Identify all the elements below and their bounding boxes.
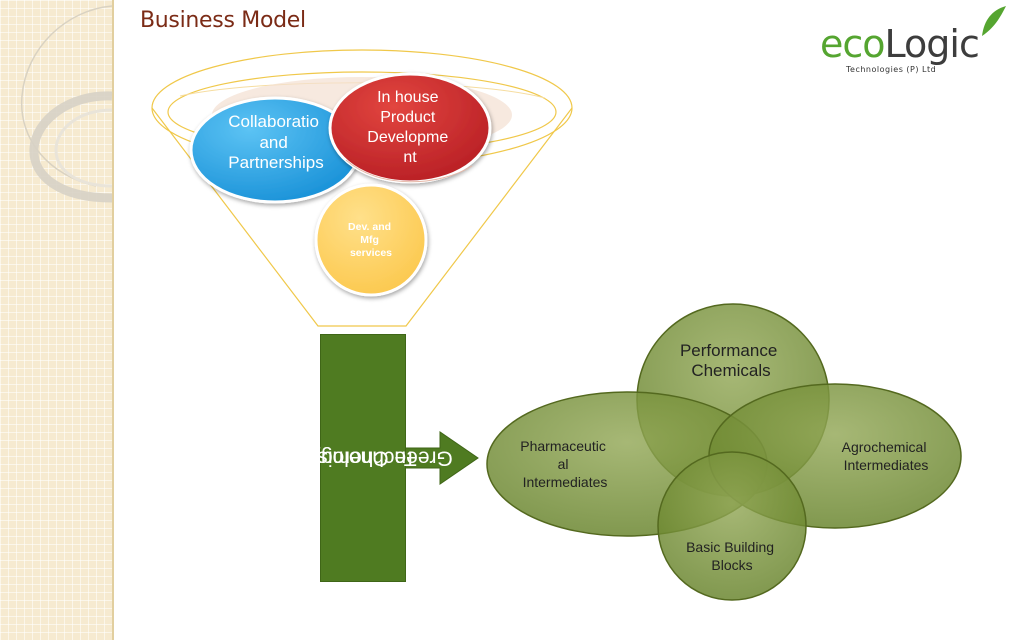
agro-label: Agrochemical Intermediates	[842, 439, 931, 473]
performance-label: Performance Chemicals	[680, 341, 782, 380]
venn-basic	[657, 451, 807, 601]
circle-services	[314, 183, 428, 297]
pharma-label: Pharmaceutic al Intermediates	[520, 438, 609, 490]
leaf-icon	[982, 6, 1006, 36]
venn-diagram	[486, 303, 962, 601]
arrow-right	[403, 431, 479, 485]
collaboration-label: Collaboratio and Partnerships	[228, 112, 323, 172]
ecologic-logo: ecoLogic Technologies (P) Ltd	[816, 6, 1022, 80]
green-chemistry-bar: Green Chemistry &Technology	[274, 334, 452, 582]
green-chemistry-line-2: Technology	[309, 446, 417, 470]
logo-wordmark: ecoLogic	[820, 22, 980, 66]
logo-subtitle: Technologies (P) Ltd	[846, 65, 937, 74]
inhouse-label: In house Product Developme nt	[367, 89, 452, 166]
basic-label: Basic Building Blocks	[686, 539, 778, 573]
logo-logic: Logic	[884, 22, 980, 66]
services-label: Dev. and Mfg services	[348, 221, 394, 259]
slide-title: Business Model	[140, 8, 306, 33]
logo-eco: eco	[820, 22, 886, 66]
